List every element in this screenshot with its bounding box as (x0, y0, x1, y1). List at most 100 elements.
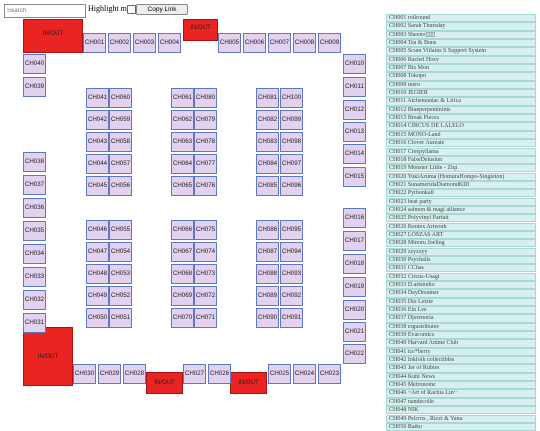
booth-list-item[interactable]: CH029 zzyzzyy (386, 247, 536, 256)
booth-ch065[interactable]: CH065 (171, 176, 194, 196)
booth-list-item[interactable]: CH020 YukiAzuma (HomuraHompo-Singleton) (386, 172, 536, 181)
copy-link-button[interactable]: Copy Link (136, 4, 188, 15)
booth-ch025[interactable]: CH025 (268, 364, 291, 384)
booth-ch020[interactable]: CH020 (343, 300, 366, 320)
booth-ch063[interactable]: CH063 (171, 132, 194, 152)
booth-ch039[interactable]: CH039 (23, 77, 46, 97)
booth-ch092[interactable]: CH092 (280, 286, 303, 306)
booth-ch032[interactable]: CH032 (23, 290, 46, 310)
booth-ch026[interactable]: CH026 (208, 364, 231, 384)
booth-ch056[interactable]: CH056 (109, 176, 132, 196)
booth-ch077[interactable]: CH077 (194, 154, 217, 174)
booth-list-item[interactable]: CH009 mero (386, 80, 536, 89)
booth-list-item[interactable]: CH017 Creepyllama (386, 147, 536, 156)
booth-list-item[interactable]: CH050 Raiko (386, 422, 536, 431)
booth-ch009[interactable]: CH009 (318, 33, 341, 53)
booth-ch004[interactable]: CH004 (158, 33, 181, 53)
booth-ch058[interactable]: CH058 (109, 132, 132, 152)
booth-list-item[interactable]: CH016 Clover Aureate (386, 139, 536, 148)
booth-list-item[interactable]: CH035 Die Letzte (386, 297, 536, 306)
booth-ch075[interactable]: CH075 (194, 220, 217, 240)
booth-ch095[interactable]: CH095 (280, 220, 303, 240)
booth-ch037[interactable]: CH037 (23, 175, 46, 195)
booth-ch013[interactable]: CH013 (343, 122, 366, 142)
booth-list-item[interactable]: CH021 SunameridaDiamondKID (386, 180, 536, 190)
booth-ch062[interactable]: CH062 (171, 110, 194, 130)
booth-ch060[interactable]: CH060 (109, 88, 132, 108)
booth-ch050[interactable]: CH050 (86, 308, 109, 328)
booth-ch086[interactable]: CH086 (256, 220, 279, 240)
booth-ch045[interactable]: CH045 (86, 176, 109, 196)
booth-list-item[interactable]: CH025 Polyvinyl Parfait (386, 214, 536, 223)
booth-ch094[interactable]: CH094 (280, 242, 303, 262)
booth-ch006[interactable]: CH006 (243, 33, 266, 53)
booth-ch027[interactable]: CH027 (183, 364, 206, 384)
booth-ch010[interactable]: CH010 (343, 54, 366, 74)
booth-list-item[interactable]: CH037 Djerenoria (386, 314, 536, 323)
booth-ch016[interactable]: CH016 (343, 208, 366, 228)
booth-ch073[interactable]: CH073 (194, 264, 217, 284)
booth-list-item[interactable]: CH048 NIK (386, 406, 536, 415)
booth-ch088[interactable]: CH088 (256, 264, 279, 284)
booth-list-item[interactable]: CH042 Inkfolk collectibles (386, 356, 536, 365)
booth-list-item[interactable]: CH030 Psychalis (386, 255, 536, 265)
booth-ch059[interactable]: CH059 (109, 110, 132, 130)
booth-ch047[interactable]: CH047 (86, 242, 109, 262)
booth-ch083[interactable]: CH083 (256, 132, 279, 152)
booth-ch051[interactable]: CH051 (109, 308, 132, 328)
booth-list-item[interactable]: CH046 ~Art of Rachia Lin~ (386, 389, 536, 398)
booth-list-item[interactable]: CH045 Metronome (386, 381, 536, 390)
booth-ch038[interactable]: CH038 (23, 152, 46, 172)
booth-list-item[interactable]: CH005 Scum Villains S Support System (386, 47, 536, 56)
booth-ch074[interactable]: CH074 (194, 242, 217, 262)
booth-ch079[interactable]: CH079 (194, 110, 217, 130)
booth-list-item[interactable]: CH032 Circus-Usagi (386, 272, 536, 281)
booth-ch011[interactable]: CH011 (343, 77, 366, 97)
booth-ch068[interactable]: CH068 (171, 264, 194, 284)
booth-ch049[interactable]: CH049 (86, 286, 109, 306)
booth-list-item[interactable]: CH010 JEGIER (386, 89, 536, 98)
booth-list-item[interactable]: CH008 Tokopo (386, 72, 536, 81)
booth-list-item[interactable]: CH028 Minoru Joeling (386, 239, 536, 248)
booth-list-item[interactable]: CH031 CChas (386, 264, 536, 273)
booth-ch070[interactable]: CH070 (171, 308, 194, 328)
booth-list-item[interactable]: CH034 DayDreamer (386, 289, 536, 298)
booth-ch035[interactable]: CH035 (23, 221, 46, 241)
booth-ch028[interactable]: CH028 (123, 364, 146, 384)
booth-ch034[interactable]: CH034 (23, 244, 46, 264)
booth-ch085[interactable]: CH085 (256, 176, 279, 196)
booth-ch097[interactable]: CH097 (280, 154, 303, 174)
booth-ch091[interactable]: CH091 (280, 308, 303, 328)
booth-ch007[interactable]: CH007 (268, 33, 291, 53)
booth-ch084[interactable]: CH084 (256, 154, 279, 174)
booth-ch036[interactable]: CH036 (23, 198, 46, 218)
booth-list-item[interactable]: CH043 Jar of Rubies (386, 364, 536, 373)
booth-list-item[interactable]: CH015 MONO-Land (386, 130, 536, 139)
booth-list-item[interactable]: CH003 Sheeno▯▯▯ (386, 30, 536, 39)
booth-ch076[interactable]: CH076 (194, 176, 217, 196)
booth-ch042[interactable]: CH042 (86, 110, 109, 130)
booth-list-item[interactable]: CH022 Pythonkall (386, 189, 536, 198)
booth-ch080[interactable]: CH080 (194, 88, 217, 108)
booth-ch021[interactable]: CH021 (343, 322, 366, 342)
booth-list-item[interactable]: CH012 Blueperpentmints (386, 105, 536, 114)
booth-ch096[interactable]: CH096 (280, 176, 303, 196)
booth-ch066[interactable]: CH066 (171, 220, 194, 240)
booth-list-item[interactable]: CH013 Break Pieces (386, 114, 536, 123)
booth-ch098[interactable]: CH098 (280, 132, 303, 152)
booth-list-item[interactable]: CH026 Kentex Artwork (386, 222, 536, 231)
booth-list-item[interactable]: CH038 ergustributee (386, 322, 536, 331)
booth-list-item[interactable]: CH004 Tea & Buns (386, 39, 536, 48)
booth-ch069[interactable]: CH069 (171, 286, 194, 306)
booth-ch023[interactable]: CH023 (318, 364, 341, 384)
booth-ch054[interactable]: CH054 (109, 242, 132, 262)
booth-ch017[interactable]: CH017 (343, 231, 366, 251)
booth-ch003[interactable]: CH003 (133, 33, 156, 53)
search-input[interactable] (4, 4, 86, 18)
booth-list-item[interactable]: CH006 Rachel Hoey (386, 55, 536, 64)
booth-ch044[interactable]: CH044 (86, 154, 109, 174)
booth-ch057[interactable]: CH057 (109, 154, 132, 174)
booth-ch014[interactable]: CH014 (343, 144, 366, 164)
booth-list-item[interactable]: CH033 D.artstudio (386, 281, 536, 290)
booth-list-item[interactable]: CH024 salmon & magi alliance (386, 205, 536, 215)
